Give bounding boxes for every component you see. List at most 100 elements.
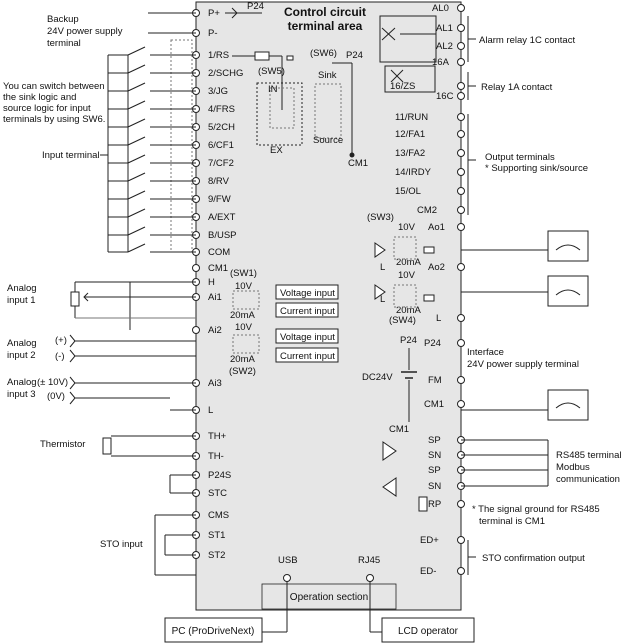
- terminal-circle: [457, 149, 465, 157]
- right-terminal-label: ED-: [420, 566, 436, 577]
- left-terminal-label: 9/FW: [208, 194, 231, 205]
- sw2-label: (SW2): [229, 366, 256, 377]
- left-terminal-label: 1/RS: [208, 50, 229, 61]
- alarm-note: Alarm relay 1C contact: [479, 35, 575, 46]
- p24-mid-label: P24: [346, 50, 363, 61]
- terminal-circle: [457, 82, 465, 90]
- sink-label: Sink: [318, 70, 337, 81]
- terminal-circle: [457, 58, 465, 66]
- left-terminal-label: L: [208, 405, 213, 416]
- l-ao2-label: L: [380, 294, 385, 305]
- terminal-circle: [192, 326, 200, 334]
- terminal-circle: [457, 223, 465, 231]
- ao-10v-label: 10V: [398, 222, 416, 233]
- terminal-circle: [457, 536, 465, 544]
- analog2-minus: (-): [55, 351, 65, 362]
- analog1-line2: input 1: [7, 295, 36, 306]
- in-label: IN: [268, 84, 278, 95]
- interface-line2: 24V power supply terminal: [467, 359, 579, 370]
- rs485-line2: Modbus: [556, 462, 590, 473]
- terminal-circle: [457, 206, 465, 214]
- sw1-20ma-label: 20mA: [230, 310, 255, 321]
- backup-line2: 24V power supply: [47, 26, 123, 37]
- sto-input-label: STO input: [100, 539, 143, 550]
- sw1-label: (SW1): [230, 268, 257, 279]
- terminal-circle: [192, 264, 200, 272]
- left-terminal-label: Ai3: [208, 378, 222, 389]
- sw2-20ma-label: 20mA: [230, 354, 255, 365]
- left-terminal-label: 8/RV: [208, 176, 230, 187]
- left-terminal-label: ST2: [208, 550, 225, 561]
- terminal-circle: [457, 42, 465, 50]
- right-terminal-label: AL1: [436, 23, 453, 34]
- left-terminal-label: H: [208, 277, 215, 288]
- left-terminal-label: COM: [208, 247, 230, 258]
- l-ao1-label: L: [380, 262, 385, 273]
- right-terminal-label: SP: [428, 435, 441, 446]
- usb-label: USB: [278, 555, 298, 566]
- left-terminal-label: 2/SCHG: [208, 68, 243, 79]
- right-terminals: AL0AL1AL216A16C16/ZS11/RUN12/FA113/FA214…: [390, 3, 465, 577]
- sw5-label: (SW5): [258, 66, 285, 77]
- thermistor-label: Thermistor: [40, 439, 85, 450]
- voltage-input-1: Voltage input: [280, 288, 335, 299]
- p24-dc-label: P24: [400, 335, 417, 346]
- operation-section: [261, 583, 397, 610]
- lcd-box-label: LCD operator: [398, 626, 459, 637]
- left-terminal-label: 4/FRS: [208, 104, 235, 115]
- sto-conf-note: STO confirmation output: [482, 553, 585, 564]
- right-terminal-label: SP: [428, 465, 441, 476]
- terminal-circle: [457, 168, 465, 176]
- sw6-label: (SW6): [310, 48, 337, 59]
- left-terminal-label: CMS: [208, 510, 229, 521]
- right-terminal-label: 11/RUN: [395, 112, 428, 123]
- right-terminal-label: RP: [428, 499, 441, 510]
- terminal-circle: [457, 567, 465, 575]
- terminal-circle: [457, 92, 465, 100]
- ao2-20ma-label: 20mA: [396, 305, 421, 316]
- right-terminal-label: L: [436, 313, 441, 324]
- left-terminal-label: P-: [208, 28, 218, 39]
- right-terminal-label: Ao1: [428, 222, 445, 233]
- relay-note: Relay 1A contact: [481, 82, 553, 93]
- current-input-1: Current input: [280, 306, 335, 317]
- left-terminal-label: A/EXT: [208, 212, 236, 223]
- right-terminal-label: CM2: [417, 205, 437, 216]
- ex-label: EX: [270, 145, 283, 156]
- analog1-line1: Analog: [7, 283, 37, 294]
- right-terminal-label: CM1: [424, 399, 444, 410]
- terminal-circle: [457, 130, 465, 138]
- terminal-circle: [457, 263, 465, 271]
- terminal-circle: [457, 376, 465, 384]
- sw4-label: (SW4): [389, 315, 416, 326]
- sw2-10v-label: 10V: [235, 322, 253, 333]
- left-terminal-label: 7/CF2: [208, 158, 234, 169]
- analog2-line2: input 2: [7, 350, 36, 361]
- right-terminal-label: 16/ZS: [390, 81, 415, 92]
- analog3-line1: Analog: [7, 377, 37, 388]
- p24-top-label: P24: [247, 1, 264, 12]
- analog3-pm10: (± 10V): [37, 377, 68, 388]
- left-terminal-label: STC: [208, 488, 227, 499]
- right-terminal-label: AL2: [436, 41, 453, 52]
- ao-20ma-label: 20mA: [396, 257, 421, 268]
- ground-note-line2: terminal is CM1: [479, 516, 545, 527]
- right-terminal-label: P24: [424, 338, 441, 349]
- right-notes: Alarm relay 1C contact Relay 1A contact …: [467, 35, 621, 564]
- left-terminal-label: Ai2: [208, 325, 222, 336]
- right-terminal-label: Ao2: [428, 262, 445, 273]
- left-terminal-label: 3/JG: [208, 86, 228, 97]
- terminal-circle: [457, 4, 465, 12]
- left-terminal-label: 5/2CH: [208, 122, 235, 133]
- switch-note-line2: the sink logic and: [3, 92, 76, 103]
- title-line2: terminal area: [288, 19, 363, 33]
- interface-line1: Interface: [467, 347, 504, 358]
- switch-note-line1: You can switch between: [3, 81, 105, 92]
- left-terminal-label: CM1: [208, 263, 228, 274]
- source-label: Source: [313, 135, 343, 146]
- left-terminal-label: P24S: [208, 470, 231, 481]
- analog2-line1: Analog: [7, 338, 37, 349]
- right-terminal-label: 15/OL: [395, 186, 421, 197]
- right-terminal-label: 14/IRDY: [395, 167, 432, 178]
